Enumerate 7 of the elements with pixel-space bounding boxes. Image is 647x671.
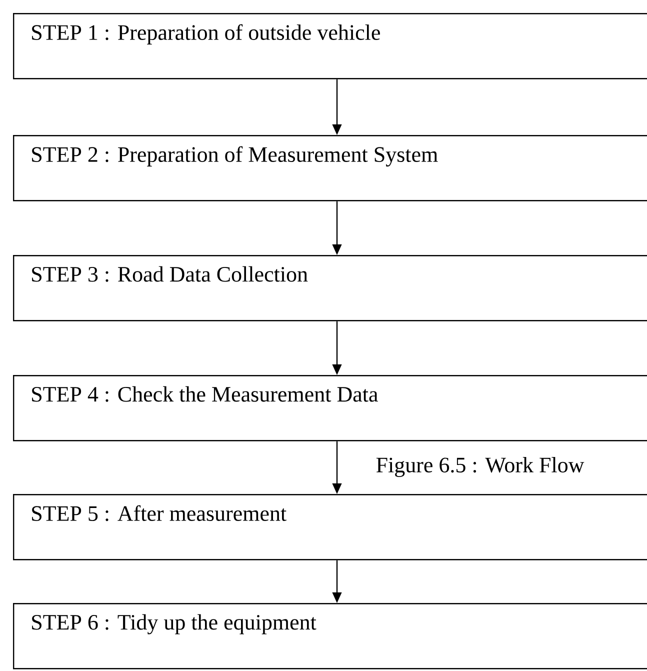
step-box: STEP 1 : Preparation of outside vehicle	[13, 13, 647, 80]
step-box: STEP 6 : Tidy up the equipment	[13, 603, 647, 670]
caption: Figure 6.5 : Work Flow	[376, 457, 584, 477]
step-box: STEP 3 : Road Data Collection	[13, 255, 647, 322]
step-box: STEP 5 : After measurement	[13, 494, 647, 560]
step-box: STEP 2 : Preparation of Measurement System	[13, 135, 647, 202]
step-box: STEP 4 : Check the Measurement Data	[13, 375, 647, 442]
